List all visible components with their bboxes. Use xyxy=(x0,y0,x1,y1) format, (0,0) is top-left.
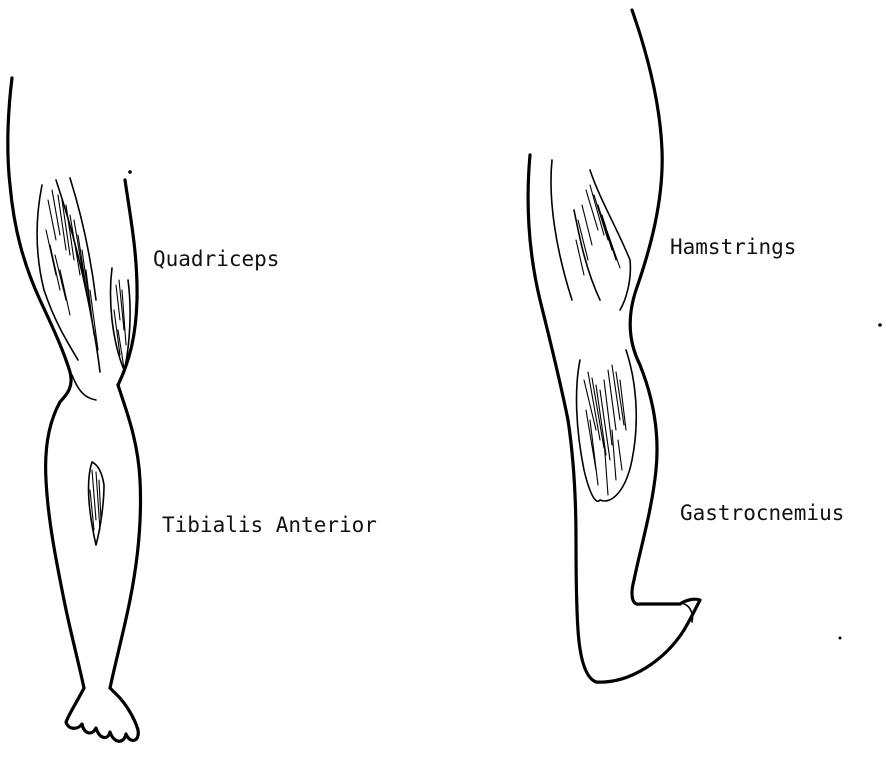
speck xyxy=(128,170,132,174)
back-foot-outline xyxy=(596,599,700,682)
back-leg xyxy=(128,10,882,682)
tibialis-anterior-muscle xyxy=(89,462,104,545)
front-thigh-outer-outline xyxy=(8,78,71,402)
label-hamstrings: Hamstrings xyxy=(670,237,796,258)
front-leg xyxy=(8,78,141,741)
label-gastrocnemius: Gastrocnemius xyxy=(680,503,844,524)
speck xyxy=(878,323,882,327)
quadriceps-muscle xyxy=(37,178,130,372)
hamstrings-muscle xyxy=(551,160,630,310)
front-foot-outline xyxy=(66,688,138,741)
speck xyxy=(839,637,842,640)
back-thigh-right-outline xyxy=(630,10,662,604)
gastrocnemius-muscle xyxy=(577,350,637,501)
back-thigh-left-outline xyxy=(528,155,596,682)
label-tibialis-anterior: Tibialis Anterior xyxy=(162,515,377,536)
label-quadriceps: Quadriceps xyxy=(153,249,279,270)
front-shin-right-outline xyxy=(110,385,141,688)
front-shin-left-outline xyxy=(46,402,84,688)
front-knee-line xyxy=(72,375,96,400)
